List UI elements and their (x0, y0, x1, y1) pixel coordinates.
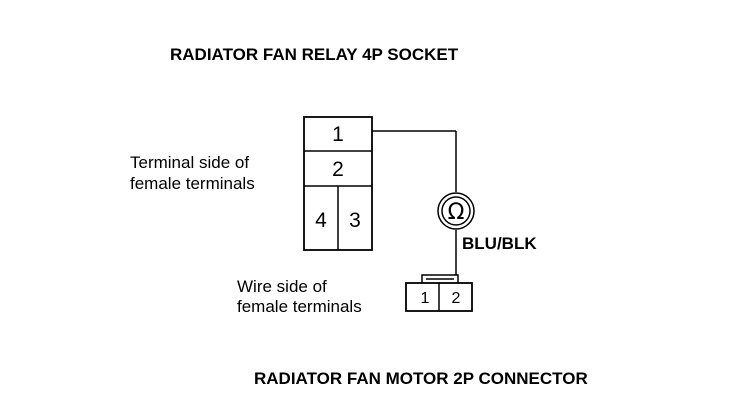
relay-pin-3: 3 (349, 209, 361, 232)
motor-side-label-line2: female terminals (237, 297, 362, 316)
wire-color-label: BLU/BLK (462, 234, 537, 253)
ohmmeter: Ω (437, 192, 475, 230)
motor-connector-title: RADIATOR FAN MOTOR 2P CONNECTOR (254, 369, 588, 388)
motor-pin-2: 2 (452, 290, 461, 307)
test-lead-wire (372, 130, 457, 275)
motor-pin-1: 1 (421, 290, 430, 307)
motor-side-label-line1: Wire side of (237, 277, 327, 296)
relay-pin-4: 4 (315, 209, 327, 232)
motor-2p-connector: 1 2 (405, 274, 473, 312)
relay-side-label-line1: Terminal side of (130, 153, 249, 172)
relay-side-label-line2: female terminals (130, 174, 255, 193)
relay-pin-2: 2 (332, 158, 344, 181)
relay-socket-title: RADIATOR FAN RELAY 4P SOCKET (170, 45, 459, 64)
relay-pin-1: 1 (332, 123, 344, 146)
relay-4p-socket: 1 2 4 3 (303, 116, 373, 251)
ohm-icon: Ω (448, 200, 465, 225)
